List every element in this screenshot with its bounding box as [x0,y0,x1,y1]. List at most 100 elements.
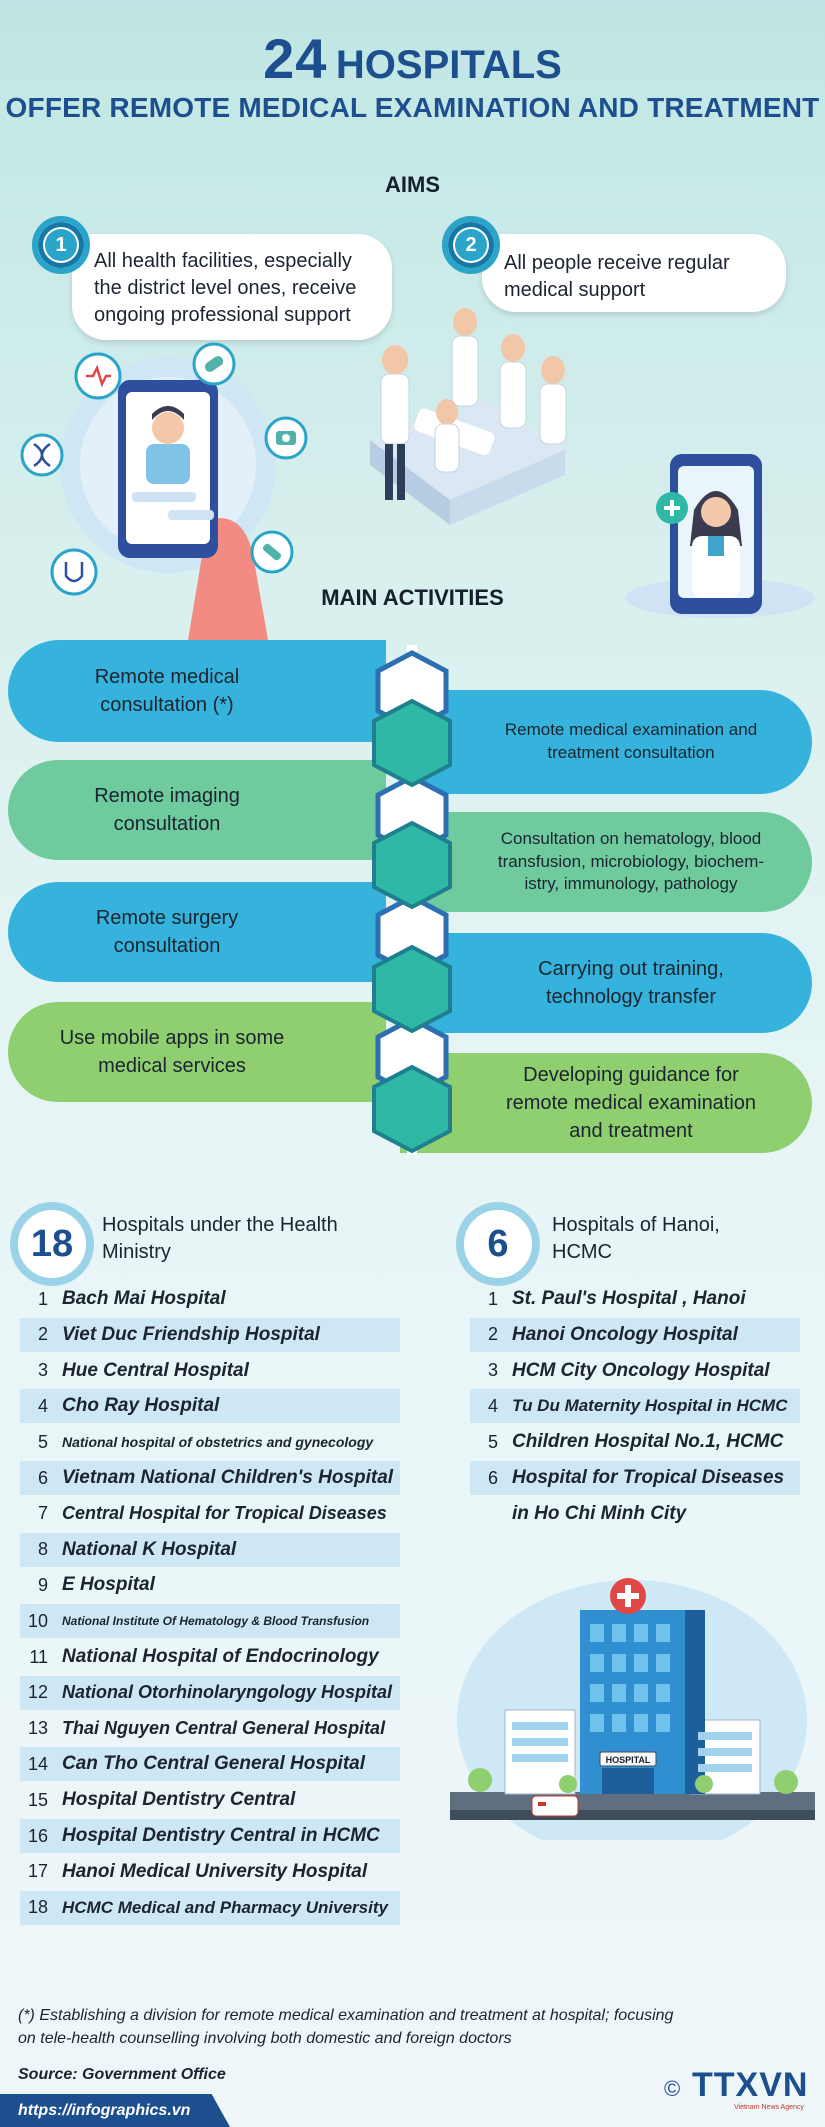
activity-left-1: Remote medical consultation (*) [8,640,386,742]
list-item-name: Cho Ray Hospital [62,1395,220,1417]
activity-right-3: Carrying out training, technology transf… [400,933,812,1033]
activities-heading: MAIN ACTIVITIES [321,585,504,610]
ttxvn-logo-subtitle: Vietnam News Agency [734,2104,804,2111]
list-item: 13 Thai Nguyen Central General Hospital [20,1712,400,1746]
list-item-number: 6 [37,1467,48,1488]
city-heading: Hospitals of Hanoi, HCMC [552,1214,720,1263]
aim-1-number: 1 [45,229,77,261]
list-item: 5 National hospital of obstetrics and gyn… [20,1425,400,1459]
site-url-link[interactable]: https://infographics.vn [0,2094,230,2127]
list-item-name: HCMC Medical and Pharmacy University [62,1897,388,1917]
hospital-building-illustration: HOSPITAL [450,1578,815,1840]
activity-left-4: Use mobile apps in some medical services [8,1002,386,1102]
list-item: 4 Cho Ray Hospital [20,1389,400,1424]
list-item-name: Hanoi Oncology Hospital [512,1323,738,1345]
activity-right-4: Developing guidance for remote medical e… [400,1053,812,1153]
activity-right-2: Consultation on hematology, blood transf… [400,812,812,912]
aims-heading: AIMS [385,172,440,197]
list-item-number: 12 [27,1682,48,1703]
list-item-number: 3 [37,1360,48,1381]
list-item-name: Thai Nguyen Central General Hospital [62,1718,386,1739]
list-item-name: HCM City Oncology Hospital [512,1359,770,1381]
list-item-number: 2 [487,1324,498,1345]
ministry-heading: Hospitals under the Health Ministry [102,1214,338,1263]
list-item-name: Vietnam National Children's Hospital [62,1467,394,1488]
list-item-name: National Otorhinolaryngology Hospital [62,1682,393,1703]
activity-left-2: Remote imaging consultation [8,760,386,860]
list-item: 16 Hospital Dentistry Central in HCMC [20,1819,400,1853]
list-item: 8 National K Hospital [20,1532,400,1567]
list-item-name: Bach Mai Hospital [62,1288,226,1309]
list-item: 3 Hue Central Hospital [20,1354,400,1388]
list-item-name: Children Hospital No.1, HCMC [512,1431,784,1453]
list-item-name: Hospital Dentistry Central in HCMC [62,1825,380,1846]
list-item: 1 Bach Mai Hospital [20,1282,400,1316]
list-item-number: 15 [27,1789,48,1810]
aim-1-bubble: All health facilities, especially the di… [72,234,392,340]
city-list-continuation: in Ho Chi Minh City [512,1503,687,1524]
list-item: 2 Viet Duc Friendship Hospital [20,1317,400,1352]
title-word: HOSPITALS [335,43,562,87]
list-item-name: Viet Duc Friendship Hospital [62,1323,320,1345]
aim-1-text: All health facilities, especially the di… [94,250,357,326]
list-item: 10 National Institute Of Hematology & Blo… [20,1604,400,1639]
list-item-name: Hue Central Hospital [62,1359,249,1381]
list-item-number: 4 [487,1395,498,1416]
doctor-video-call-illustration [625,454,815,618]
list-item-number: 10 [27,1610,48,1631]
activities-connector [372,645,452,1155]
list-item-number: 4 [37,1395,48,1416]
hospital-sign: HOSPITAL [606,1755,651,1765]
list-item-name: National K Hospital [62,1538,237,1560]
list-item: 11 National Hospital of Endocrinology [20,1640,400,1674]
list-item-name: National Hospital of Endocrinology [62,1646,379,1667]
copyright-symbol: © [664,2076,681,2101]
ttxvn-logo: TTXVN [692,2066,809,2104]
list-item: 2 Hanoi Oncology Hospital [470,1317,800,1352]
title: 24 HOSPITALS [0,26,825,91]
list-item: 4 Tu Du Maternity Hospital in HCMC [470,1389,800,1424]
list-item-name: Hospital for Tropical Diseases [512,1467,785,1488]
title-number: 24 [263,27,328,90]
list-item-number: 5 [487,1431,498,1452]
subtitle: OFFER REMOTE MEDICAL EXAMINATION AND TRE… [5,92,820,123]
list-item-name: Tu Du Maternity Hospital in HCMC [512,1396,788,1416]
list-item-number: 5 [37,1431,48,1452]
list-item-name: National hospital of obstetrics and gyne… [62,1434,374,1451]
list-item-name: Hanoi Medical University Hospital [62,1860,368,1882]
aim-2-number: 2 [455,229,487,261]
list-item-number: 8 [37,1539,48,1560]
list-item-number: 13 [27,1718,48,1739]
list-item-number: 3 [487,1360,498,1381]
aim-2-text: All people receive regular medical suppo… [504,252,730,301]
list-item-number: 17 [27,1861,48,1882]
aim-2-bubble: All people receive regular medical suppo… [482,234,786,312]
telemedicine-phone-illustration [20,342,308,640]
list-item-name: National Institute Of Hematology & Blood… [62,1614,370,1629]
list-item-number: 1 [37,1288,48,1309]
ministry-count-badge: 18 [10,1202,94,1286]
list-item-number: 16 [27,1825,48,1846]
list-item: 12 National Otorhinolaryngology Hospital [20,1675,400,1710]
list-item: 14 Can Tho Central General Hospital [20,1747,400,1782]
list-item-number: 14 [27,1753,48,1774]
city-count-badge: 6 [456,1202,540,1286]
list-item-number: 6 [487,1467,498,1488]
list-item-number: 11 [29,1646,48,1667]
list-item: 6 Hospital for Tropical Diseases [470,1461,800,1495]
list-item: 7 Central Hospital for Tropical Diseases [20,1497,400,1531]
activity-right-1: Remote medical examination and treatment… [400,690,812,794]
list-item-name: St. Paul's Hospital , Hanoi [512,1288,746,1309]
list-item-number: 7 [37,1503,48,1524]
list-item-number: 2 [37,1324,48,1345]
list-item-name: Can Tho Central General Hospital [62,1753,365,1775]
list-item: 17 Hanoi Medical University Hospital [20,1855,400,1889]
source: Source: Government Office [18,2066,226,2083]
list-item-name: Central Hospital for Tropical Diseases [62,1503,387,1524]
footnote: (*) Establishing a division for remote m… [18,2007,674,2048]
aim-2-badge: 2 [442,216,500,274]
